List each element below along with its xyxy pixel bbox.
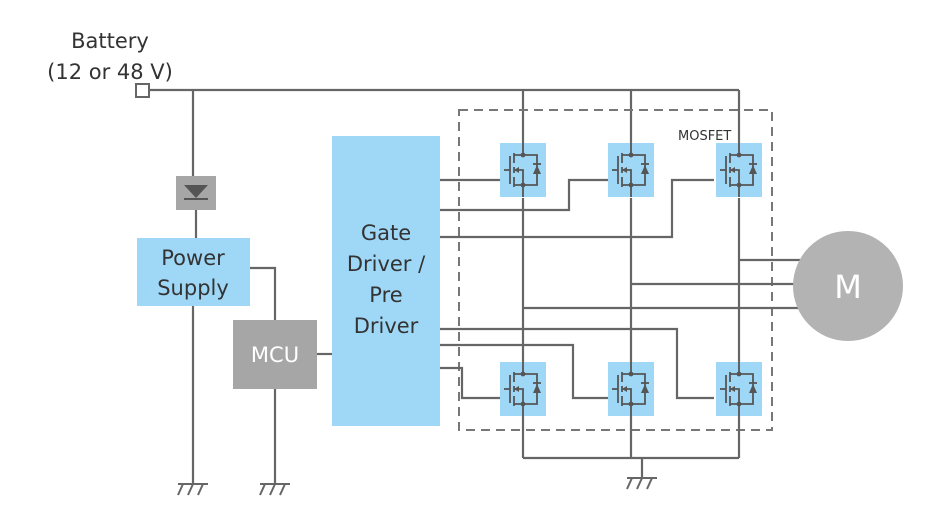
gate-out-6 (440, 366, 500, 400)
mosfet-high-1 (499, 142, 547, 198)
gate-driver-label-3: Pre (369, 283, 402, 307)
battery-voltage: (12 or 48 V) (47, 60, 173, 84)
power-supply-label-2: Supply (157, 276, 229, 300)
ground-icon-bridge (626, 477, 657, 490)
motor-label: M (834, 268, 862, 306)
power-supply-label-1: Power (161, 246, 225, 270)
gate-out-5 (440, 343, 608, 400)
diode-icon (176, 176, 216, 210)
ground-icon-mcu (259, 483, 290, 496)
mosfet-low-1 (499, 361, 547, 417)
motor-circle (793, 231, 903, 341)
power-supply-block (137, 238, 250, 306)
gate-driver-label-2: Driver / (347, 252, 426, 276)
mosfet-high-3 (715, 142, 763, 198)
gate-driver-label-4: Driver (354, 314, 419, 338)
mosfet-group-label: MOSFET (678, 129, 731, 144)
mosfet-group-outline (458, 109, 773, 431)
mcu-label: MCU (251, 343, 299, 367)
gate-out-2 (440, 178, 608, 212)
battery-label: Battery (71, 29, 149, 53)
mosfet-high-2 (607, 142, 655, 198)
gate-out-3 (440, 178, 714, 239)
ground-icon-psu (177, 483, 208, 496)
battery-terminal (135, 83, 150, 98)
gate-driver-label-1: Gate (361, 221, 411, 245)
mosfet-low-2 (607, 361, 655, 417)
gate-out-4 (440, 327, 714, 400)
psu-to-mcu-wire (250, 266, 277, 320)
mosfet-low-3 (715, 361, 763, 417)
mcu-block (233, 320, 317, 389)
gate-driver-block (332, 136, 440, 426)
